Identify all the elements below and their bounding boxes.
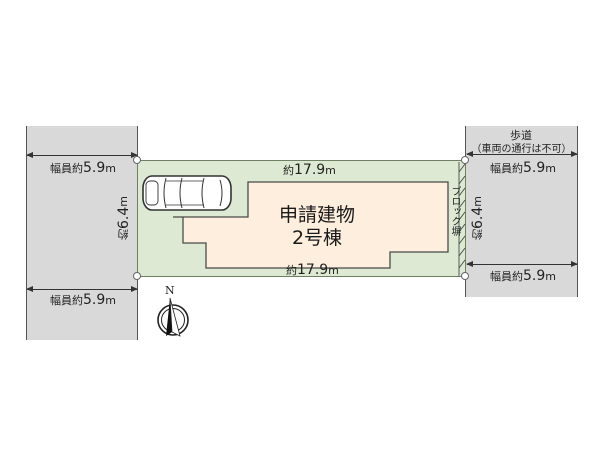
right-road-bottom-width-label: 幅員約5.9m xyxy=(490,268,556,284)
block-wall-hatch xyxy=(458,162,466,276)
lot-bottom-length-label: 約17.9m xyxy=(286,262,339,278)
building-title-line2: 2号棟 xyxy=(291,227,343,249)
north-label: N xyxy=(165,284,175,297)
left-road xyxy=(26,126,138,340)
north-compass-icon xyxy=(157,297,189,337)
lot-top-length-label: 約17.9m xyxy=(283,162,336,178)
lot-right-depth-label: 約6.4m xyxy=(470,196,486,240)
right-road-top-width-label: 幅員約5.9m xyxy=(490,160,556,176)
lot-corner-top-right xyxy=(461,156,469,164)
left-road-top-dimension-line xyxy=(26,152,138,158)
right-road-bottom-dimension-line xyxy=(466,261,578,267)
left-road-top-width-label: 幅員約5.9m xyxy=(50,160,116,176)
car-icon xyxy=(142,175,232,211)
lot-corner-bottom-right xyxy=(461,272,469,280)
lot-corner-bottom-left xyxy=(133,272,141,280)
right-road-top-dimension-line xyxy=(466,151,578,157)
lot-left-depth-label: 約6.4m xyxy=(116,196,132,240)
left-road-bottom-dimension-line xyxy=(26,286,138,292)
building-title-line1: 申請建物 xyxy=(278,204,355,226)
building-title: 申請建物 2号棟 xyxy=(262,204,372,250)
block-wall-label: ブロック塀 xyxy=(449,186,460,236)
north-compass: N xyxy=(155,284,195,344)
left-road-bottom-width-label: 幅員約5.9m xyxy=(50,292,116,308)
sidewalk-note-label: （車両の通行は不可） xyxy=(471,144,572,155)
sidewalk-type-label: 歩道 xyxy=(510,129,532,142)
